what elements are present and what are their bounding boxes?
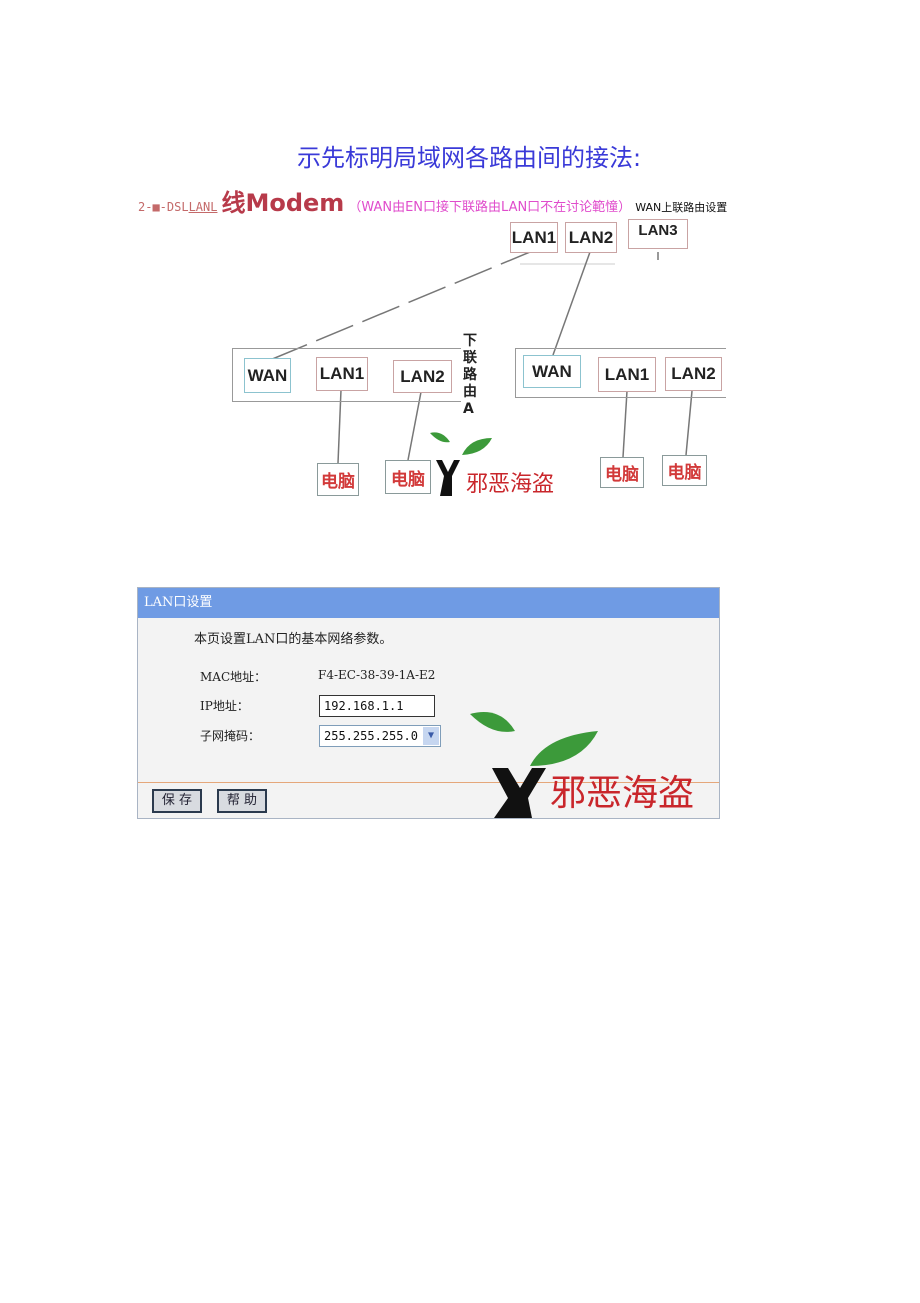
subtitle-overlay: WAN上联路由设置 (635, 201, 728, 214)
subtitle-line: 2-■-DSLLANL 线Modem （WAN由EN口接下联路由LAN口不在讨论… (138, 183, 727, 217)
router-a-frame (232, 348, 461, 402)
line-pc1 (337, 389, 342, 464)
pc-box: 电脑 (662, 455, 707, 486)
page-title: 示先标明局域网各路由间的接法: (297, 144, 642, 172)
upper-port-lan2: LAN2 (565, 222, 617, 253)
ip-label: IP地址： (200, 699, 249, 713)
line-pc2 (407, 391, 422, 461)
subtitle-modem: 线Modem (221, 189, 345, 217)
watermark-logo-icon (470, 712, 598, 818)
button-bar-divider (138, 782, 719, 783)
mask-value: 255.255.255.0 (324, 729, 418, 743)
upper-port-lan1: LAN1 (510, 222, 558, 253)
router-b-wan: WAN (523, 355, 581, 388)
panel-header: LAN口设置 (138, 588, 719, 618)
upper-port-lan3: LAN3 (628, 219, 688, 249)
mac-label: MAC地址： (200, 670, 267, 684)
ip-address-input[interactable]: 192.168.1.1 (319, 695, 435, 717)
save-button[interactable]: 保 存 (152, 789, 202, 813)
line-a-wan (269, 251, 531, 361)
help-button[interactable]: 帮 助 (217, 789, 267, 813)
subtitle-note: （WAN由EN口接下联路由LAN口不在讨论範憧） (348, 200, 632, 215)
chevron-down-icon[interactable]: ▼ (423, 727, 439, 745)
router-a-wan: WAN (244, 358, 291, 393)
watermark-logo-icon (430, 432, 492, 496)
mac-value: F4-EC-38-39-1A-E2 (318, 668, 436, 682)
line-pc3 (622, 390, 628, 458)
watermark-text: 邪恶海盗 (550, 773, 695, 814)
router-b-frame (515, 348, 726, 398)
router-b-lan1: LAN1 (598, 357, 656, 392)
pc-box: 电脑 (600, 457, 644, 488)
router-b-lan2: LAN2 (665, 357, 722, 391)
subtitle-prefix: 2-■-DSLLANL (138, 200, 217, 214)
panel-description: 本页设置LAN口的基本网络参数。 (194, 632, 393, 647)
mask-label: 子网掩码： (200, 729, 261, 743)
connection-lines (269, 251, 693, 464)
router-a-label: 下联路由A (463, 333, 477, 417)
lan-settings-panel: LAN口设置 本页设置LAN口的基本网络参数。 MAC地址： F4-EC-38-… (137, 587, 720, 819)
underlined-text: LANL (188, 200, 218, 214)
router-a-lan1: LAN1 (316, 357, 368, 391)
line-pc4 (685, 390, 693, 456)
pc-box: 电脑 (385, 460, 431, 494)
watermark-text: 邪恶海盗 (466, 472, 555, 497)
prefix-text: 2-■-DSL (138, 200, 189, 214)
router-a-lan2: LAN2 (393, 360, 452, 393)
subnet-mask-select[interactable]: 255.255.255.0 ▼ (319, 725, 441, 747)
line-b-wan (552, 251, 591, 356)
pc-box: 电脑 (317, 463, 359, 496)
